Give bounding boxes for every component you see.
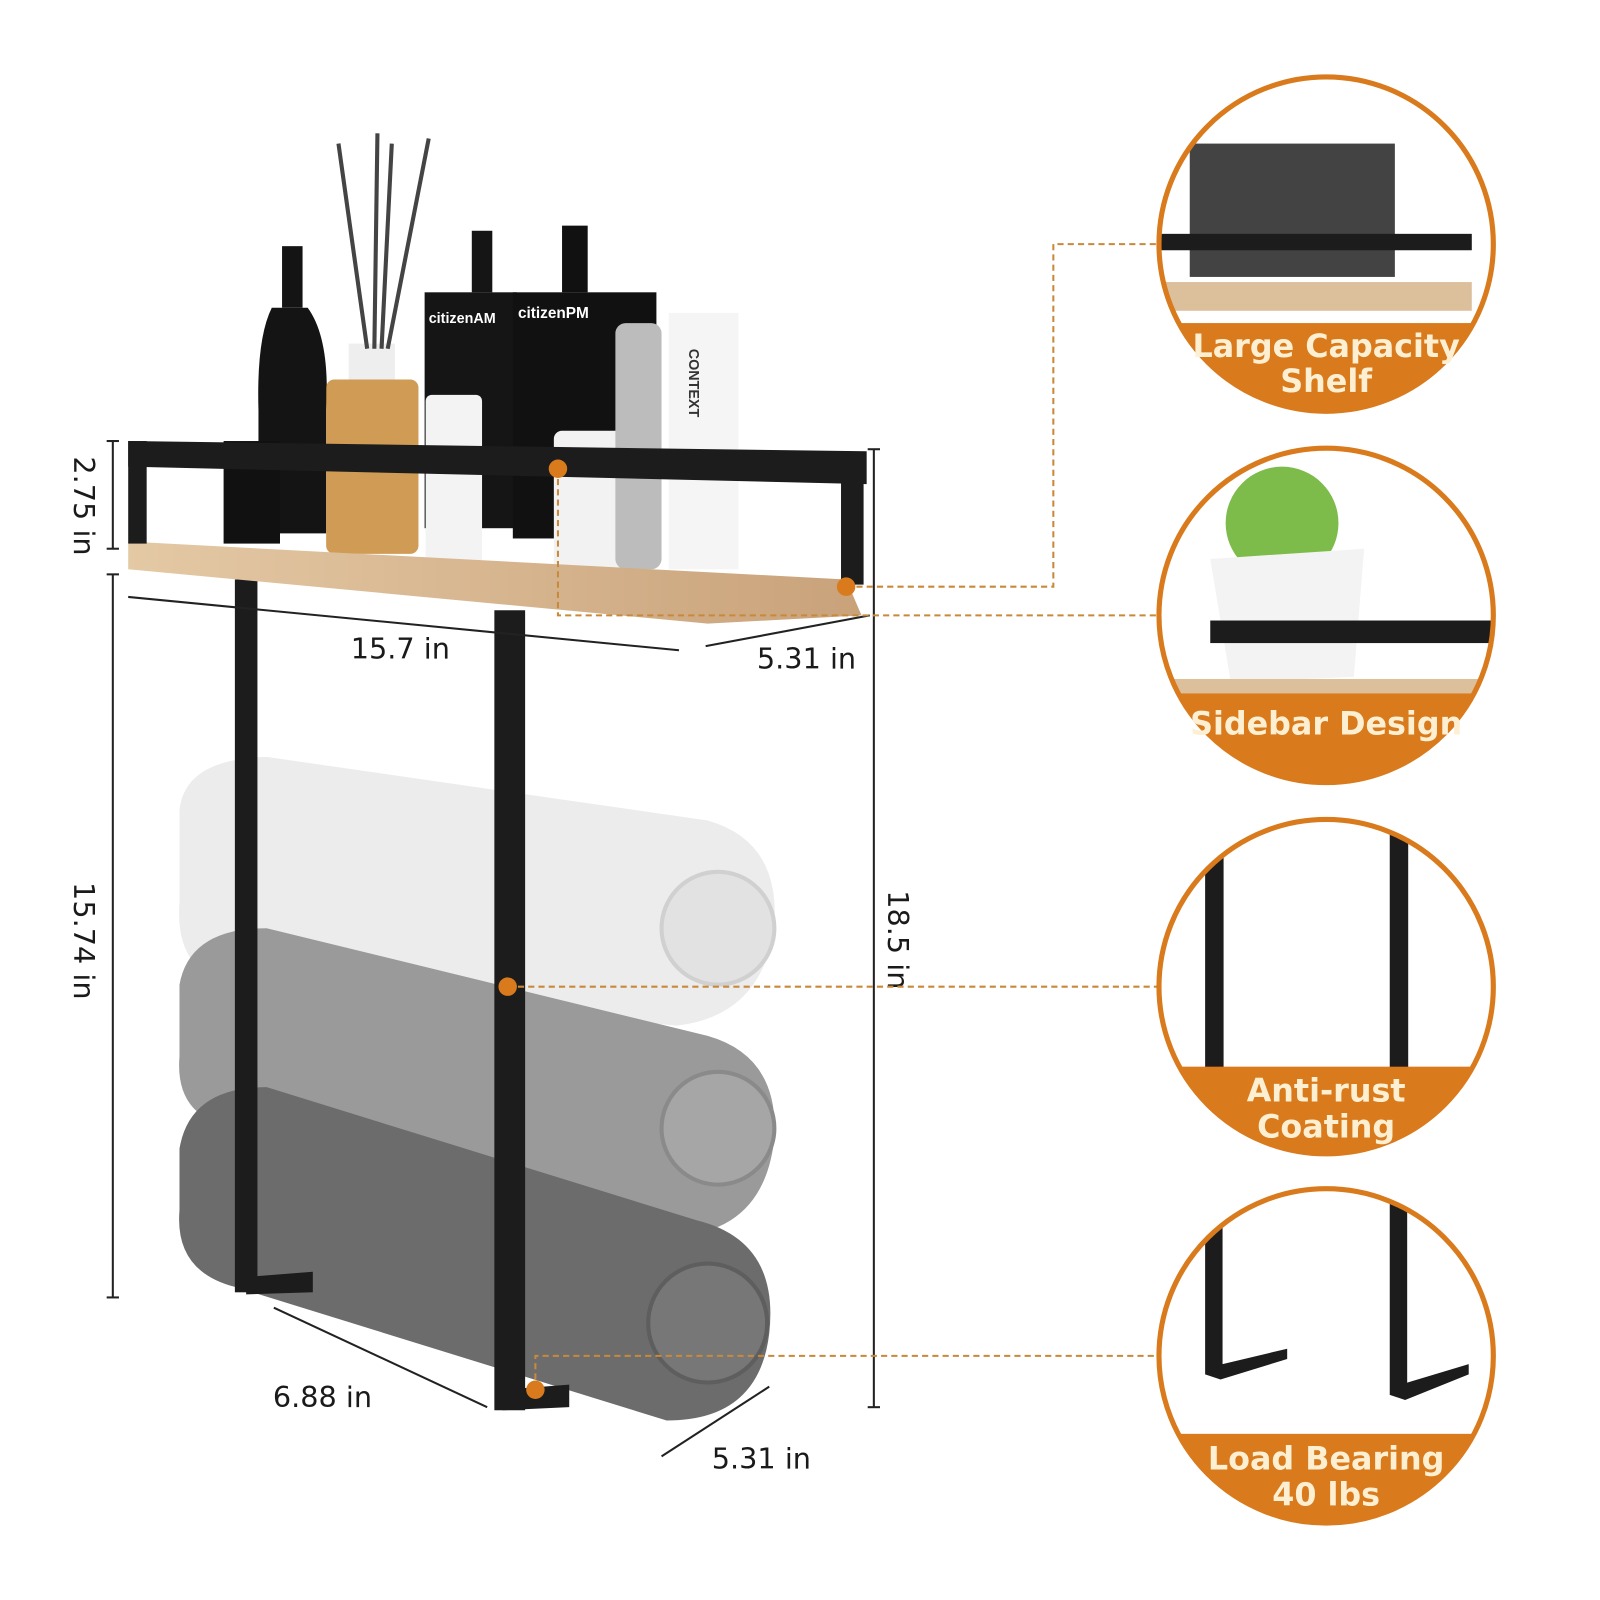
feature-caption: Large Capacity xyxy=(1192,328,1460,365)
dim-shelf-depth: 5.31 in xyxy=(757,642,856,676)
feature-load-bearing: Load Bearing 40 lbs xyxy=(1156,1186,1496,1526)
callout-dots xyxy=(498,459,856,1399)
feature-caption: 40 lbs xyxy=(1272,1477,1380,1514)
towel-dark xyxy=(179,1087,771,1421)
feature-large-capacity: Large Capacity Shelf xyxy=(1156,74,1496,414)
feature-caption: Coating xyxy=(1257,1108,1395,1145)
feature-caption: Load Bearing xyxy=(1208,1441,1445,1478)
feature-caption: Shelf xyxy=(1280,363,1373,400)
towels xyxy=(179,756,777,1421)
product-label: citizenPM xyxy=(518,305,589,322)
shelf xyxy=(128,441,867,624)
feature-sidebar-design: Sidebar Design xyxy=(1156,445,1496,786)
dim-bottom-depth: 5.31 in xyxy=(712,1442,811,1476)
feature-caption: Anti-rust xyxy=(1247,1073,1406,1110)
dimension-lines xyxy=(106,439,880,1458)
towel-gray xyxy=(179,928,775,1236)
product-label: CONTEXT xyxy=(685,349,701,418)
dim-shelf-height: 2.75 in xyxy=(67,456,101,555)
product-label: citizenAM xyxy=(429,311,496,327)
callout-lines xyxy=(507,243,1159,1390)
feature-caption: Sidebar Design xyxy=(1190,705,1462,742)
dim-bottom-width: 6.88 in xyxy=(273,1380,372,1414)
toiletries: citizenAM citizenPM CONTEXT xyxy=(223,133,739,580)
feature-anti-rust: Anti-rust Coating xyxy=(1156,816,1496,1157)
dim-shelf-width: 15.7 in xyxy=(351,631,450,665)
dim-total-height: 18.5 in xyxy=(881,890,915,989)
dim-rack-height: 15.74 in xyxy=(67,882,101,999)
dimension-labels: 2.75 in 15.74 in 18.5 in 15.7 in 5.31 in… xyxy=(67,456,915,1475)
